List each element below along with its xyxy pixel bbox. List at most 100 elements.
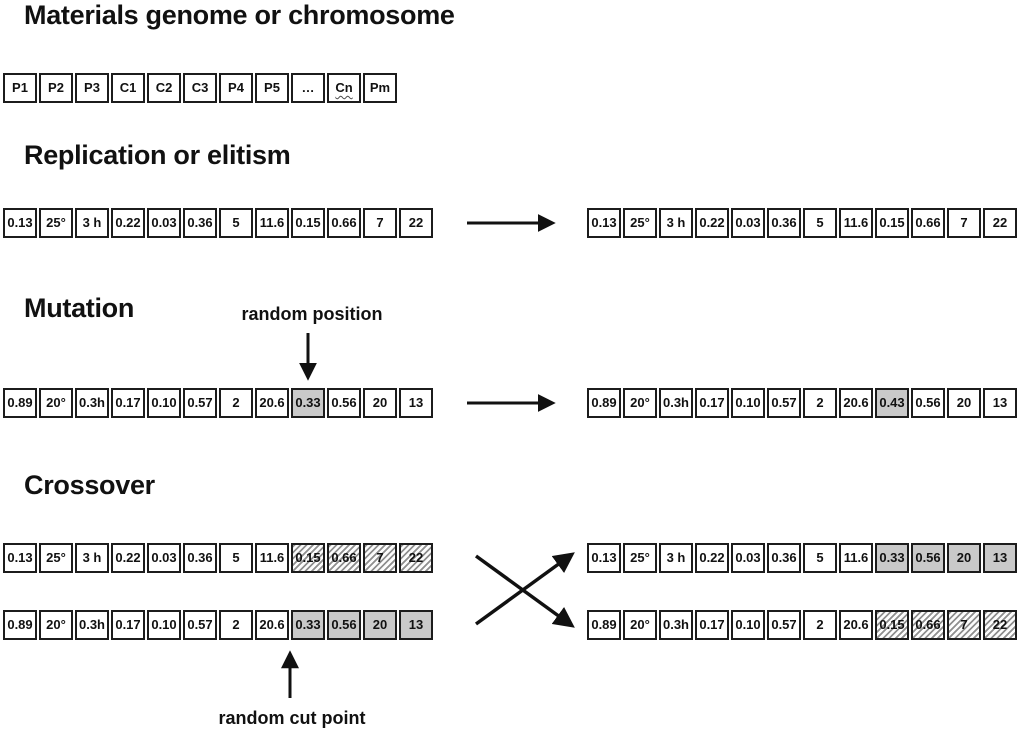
gene-cell: 0.57 — [767, 388, 801, 418]
gene-cell: 0.13 — [3, 543, 37, 573]
gene-cell: 25° — [623, 208, 657, 238]
crossover-x-arrows-icon — [474, 552, 575, 628]
gene-cell: 0.33 — [875, 543, 909, 573]
gene-cell: 0.10 — [731, 610, 765, 640]
gene-cell: 0.57 — [183, 610, 217, 640]
gene-cell: 13 — [983, 543, 1017, 573]
gene-cell: 0.3h — [75, 388, 109, 418]
gene-cell: 0.66 — [327, 208, 361, 238]
gene-cell: 20 — [947, 388, 981, 418]
gene-cell: 0.3h — [75, 610, 109, 640]
random-cut-point-label: random cut point — [218, 708, 366, 728]
gene-cell: 0.17 — [695, 388, 729, 418]
mutation-title: Mutation — [24, 293, 135, 323]
gene-cell: 0.89 — [3, 610, 37, 640]
gene-cell: 20° — [623, 388, 657, 418]
gene-cell: 7 — [363, 543, 397, 573]
gene-cell: 0.22 — [111, 543, 145, 573]
gene-cell: 0.15 — [875, 610, 909, 640]
gene-cell: 13 — [983, 388, 1017, 418]
gene-cell: 0.89 — [587, 610, 621, 640]
gene-cell: 3 h — [75, 208, 109, 238]
gene-cell: 0.13 — [3, 208, 37, 238]
gene-cell: 0.33 — [291, 610, 325, 640]
gene-cell: 0.22 — [111, 208, 145, 238]
gene-cell: 13 — [399, 610, 433, 640]
gene-cell: Cn — [327, 73, 361, 103]
gene-cell: 20.6 — [839, 388, 873, 418]
gene-cell: 20° — [623, 610, 657, 640]
gene-cell: 20° — [39, 388, 73, 418]
gene-cell: 20° — [39, 610, 73, 640]
gene-cell: 0.36 — [183, 208, 217, 238]
gene-cell: 0.89 — [587, 388, 621, 418]
gene-cell: 25° — [39, 543, 73, 573]
gene-cell: 0.22 — [695, 208, 729, 238]
gene-cell: 11.6 — [255, 208, 289, 238]
gene-cell: 0.66 — [911, 208, 945, 238]
gene-cell: 22 — [983, 610, 1017, 640]
gene-cell: 0.15 — [875, 208, 909, 238]
gene-cell: 0.3h — [659, 388, 693, 418]
gene-cell: 2 — [803, 388, 837, 418]
gene-cell: 0.56 — [911, 543, 945, 573]
gene-cell: 5 — [803, 543, 837, 573]
gene-cell: 11.6 — [255, 543, 289, 573]
gene-cell: 0.33 — [291, 388, 325, 418]
gene-cell: P4 — [219, 73, 253, 103]
gene-cell: 20.6 — [839, 610, 873, 640]
gene-cell: 22 — [399, 543, 433, 573]
gene-cell: 0.15 — [291, 208, 325, 238]
gene-cell: 13 — [399, 388, 433, 418]
gene-cell: 25° — [623, 543, 657, 573]
gene-cell: 7 — [947, 208, 981, 238]
gene-cell: 11.6 — [839, 208, 873, 238]
gene-cell: 0.10 — [147, 388, 181, 418]
gene-cell: 0.17 — [695, 610, 729, 640]
gene-cell: Pm — [363, 73, 397, 103]
gene-cell: 3 h — [75, 543, 109, 573]
gene-cell: 0.10 — [731, 388, 765, 418]
gene-cell: 0.57 — [767, 610, 801, 640]
gene-cell: 0.15 — [291, 543, 325, 573]
gene-cell: 3 h — [659, 208, 693, 238]
gene-cell: C3 — [183, 73, 217, 103]
genome-title: Materials genome or chromosome — [24, 0, 455, 30]
gene-cell: 20 — [363, 610, 397, 640]
gene-cell: 25° — [39, 208, 73, 238]
gene-cell: 0.36 — [183, 543, 217, 573]
gene-cell: 0.03 — [147, 543, 181, 573]
gene-cell: 2 — [803, 610, 837, 640]
gene-cell: P2 — [39, 73, 73, 103]
gene-cell: 0.13 — [587, 543, 621, 573]
gene-cell: 0.56 — [911, 388, 945, 418]
gene-cell: 0.56 — [327, 610, 361, 640]
up-arrow-icon — [281, 650, 299, 698]
gene-cell: … — [291, 73, 325, 103]
gene-cell: 0.03 — [147, 208, 181, 238]
gene-cell: 2 — [219, 388, 253, 418]
gene-cell: 20 — [363, 388, 397, 418]
replication-title: Replication or elitism — [24, 140, 291, 170]
gene-cell: 11.6 — [839, 543, 873, 573]
gene-cell: 20 — [947, 543, 981, 573]
gene-cell: 5 — [803, 208, 837, 238]
random-position-label: random position — [241, 304, 383, 324]
gene-cell: C2 — [147, 73, 181, 103]
gene-cell: P3 — [75, 73, 109, 103]
gene-cell: 5 — [219, 208, 253, 238]
gene-cell: 7 — [363, 208, 397, 238]
gene-cell: P5 — [255, 73, 289, 103]
gene-cell: 0.17 — [111, 388, 145, 418]
gene-cell: 0.03 — [731, 543, 765, 573]
